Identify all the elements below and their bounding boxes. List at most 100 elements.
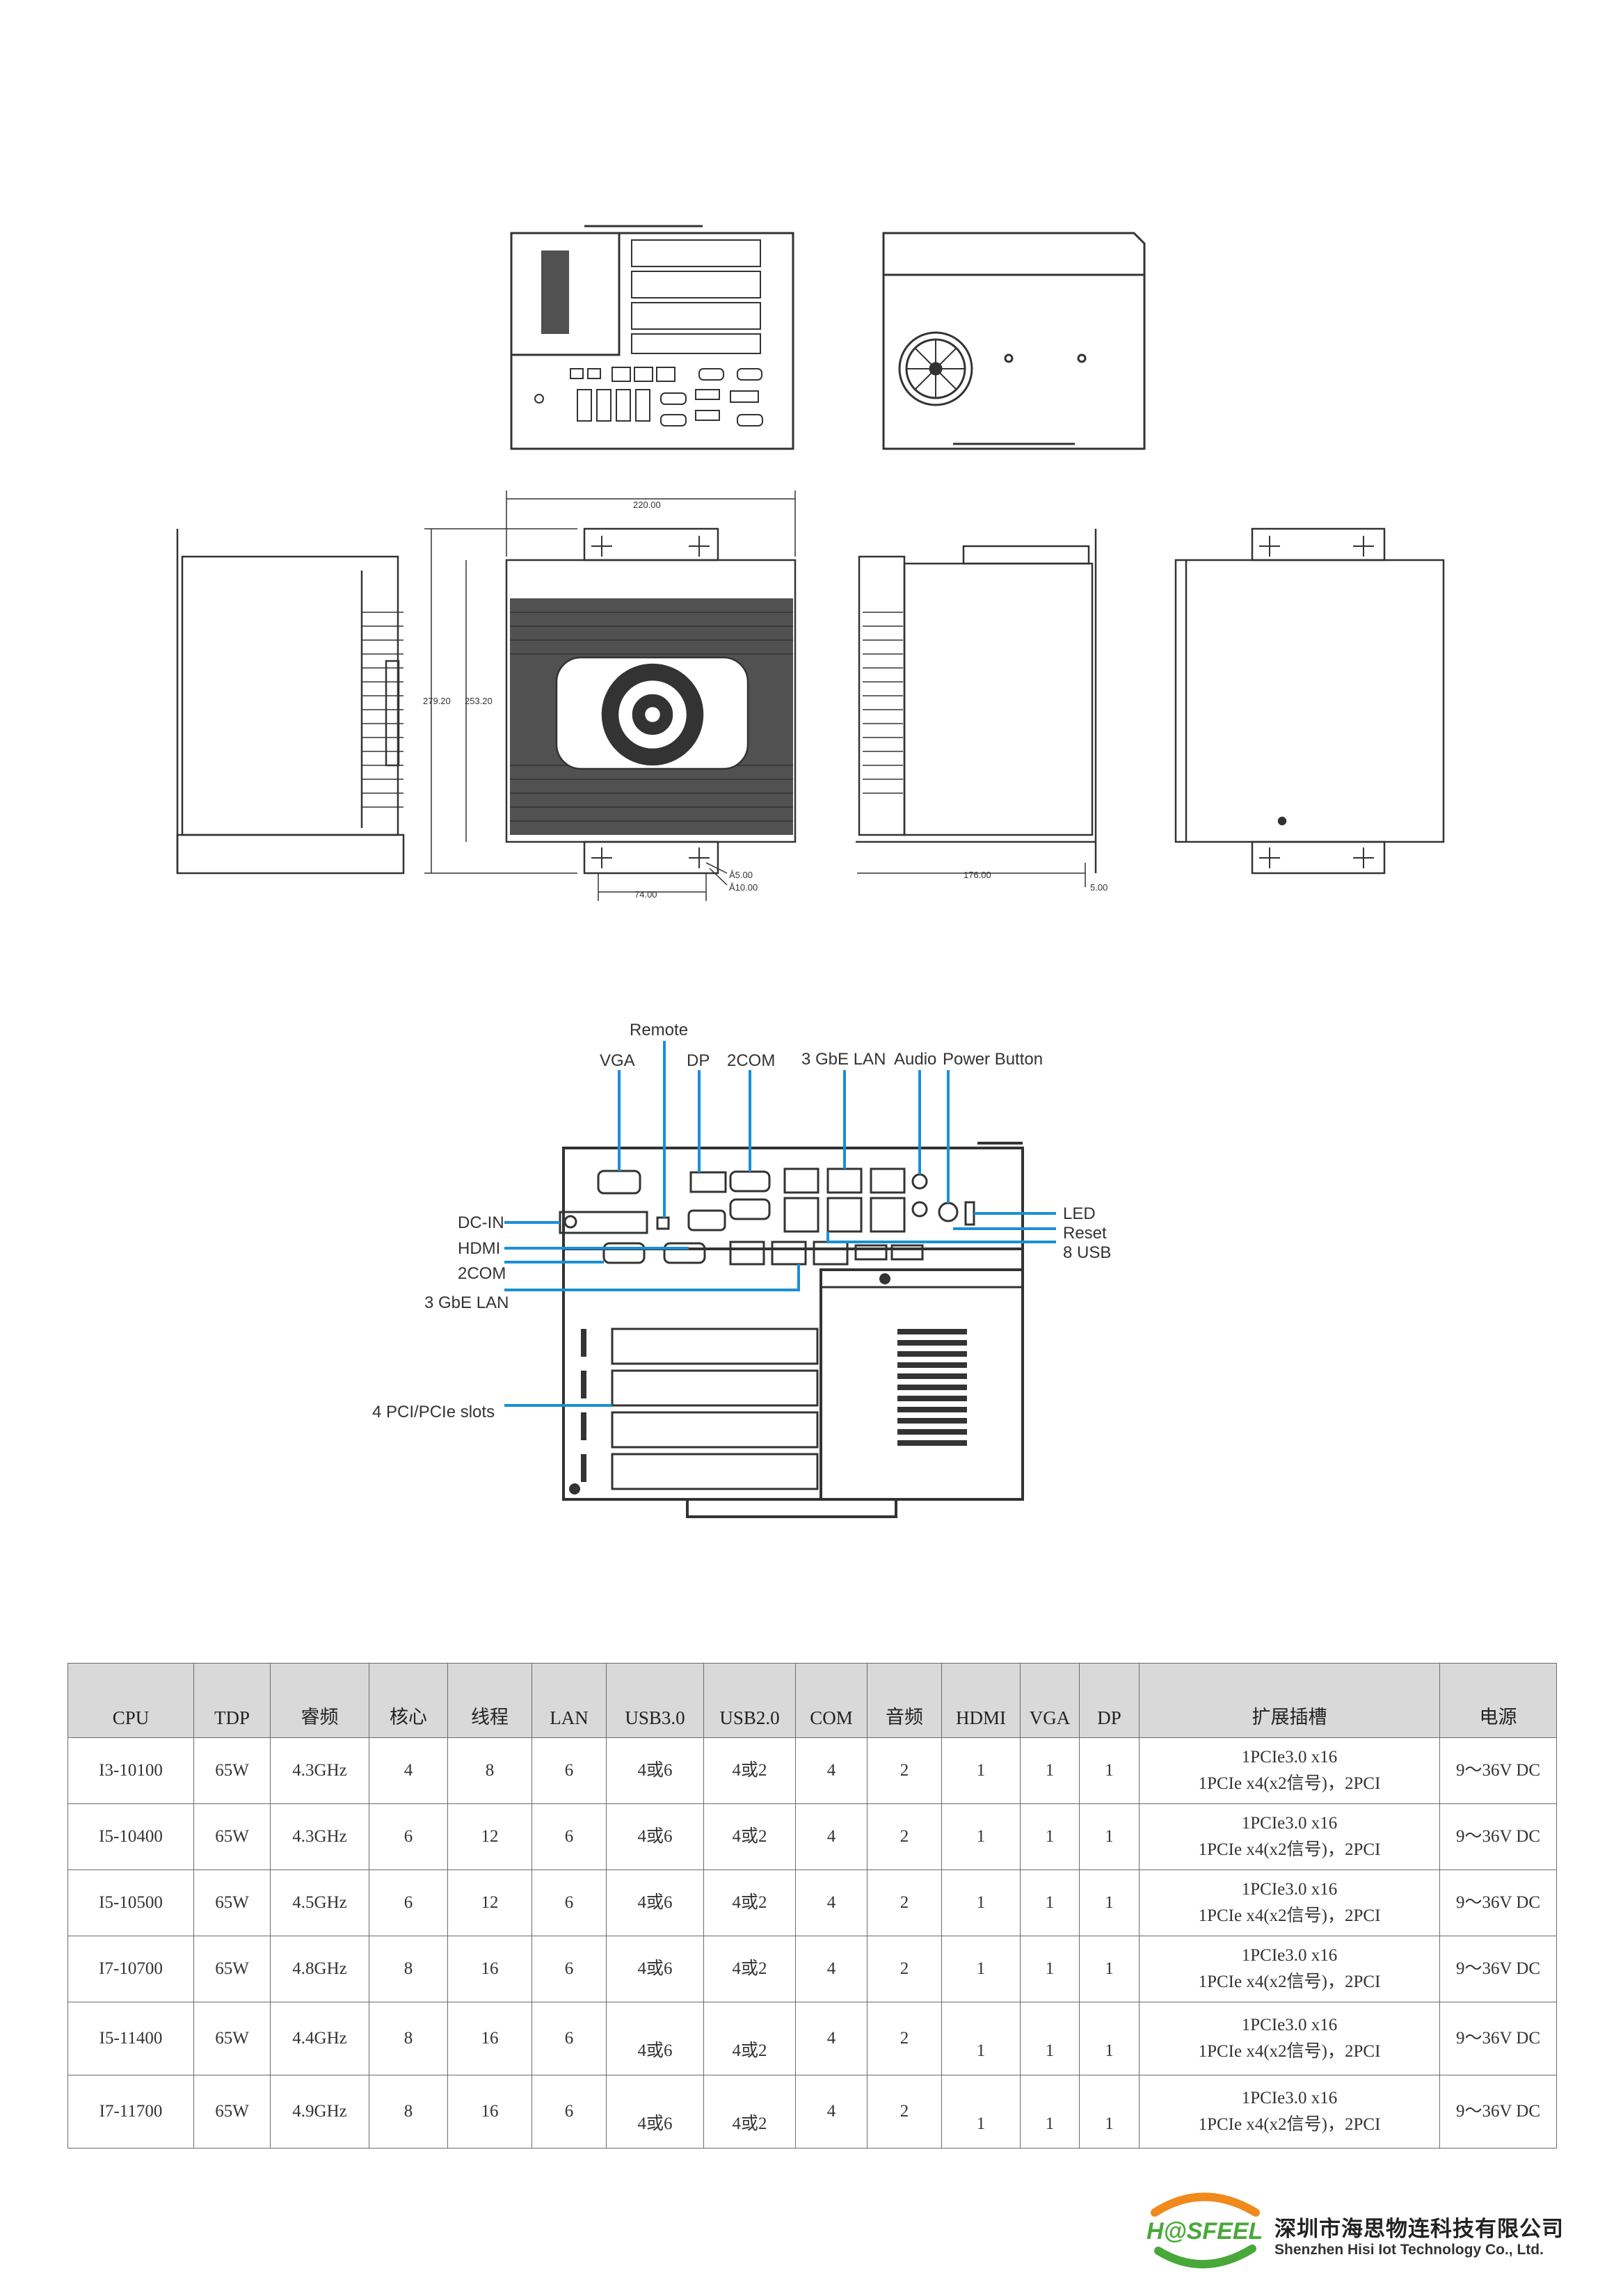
slot-line-2: 1PCIe x4(x2信号)，2PCI: [1198, 1774, 1381, 1793]
dim-width-top: 220.00: [633, 500, 661, 510]
dc-in-connector: [559, 1211, 648, 1234]
usb-stack-2: [826, 1197, 863, 1233]
cell-threads: 8: [447, 1737, 532, 1804]
cell-dp: 1: [1079, 2002, 1140, 2075]
side-view-left-drawing: [176, 529, 405, 875]
label-usb: 8 USB: [1063, 1243, 1111, 1262]
cell-lan: 6: [531, 2075, 607, 2148]
lan-port-bottom-3: [813, 1241, 849, 1266]
label-lan-top: 3 GbE LAN: [801, 1050, 886, 1069]
header-usb3: USB3.0: [606, 1663, 704, 1738]
label-dp: DP: [687, 1051, 710, 1070]
label-lan-left: 3 GbE LAN: [424, 1293, 509, 1312]
cell-vga: 1: [1020, 2002, 1080, 2075]
cell-hdmi: 1: [941, 1737, 1021, 1804]
com-port-2: [729, 1198, 771, 1220]
label-remote: Remote: [630, 1021, 688, 1039]
cell-vga: 1: [1020, 1737, 1080, 1804]
cell-vga: 1: [1020, 1936, 1080, 2002]
cell-hdmi: 1: [941, 2075, 1021, 2148]
label-slots: 4 PCI/PCIe slots: [372, 1403, 495, 1421]
cell-audio: 2: [867, 2002, 942, 2075]
header-cores: 核心: [369, 1663, 448, 1738]
label-com-left: 2COM: [458, 1264, 506, 1283]
cell-turbo: 4.3GHz: [270, 1737, 369, 1804]
lan-port-top-2: [826, 1167, 863, 1194]
cell-usb3: 4或6: [606, 1737, 704, 1804]
usb-port-b: [890, 1244, 924, 1261]
cell-cores: 8: [369, 2075, 448, 2148]
cell-slots: 1PCIe3.0 x16 1PCIe x4(x2信号)，2PCI: [1139, 1737, 1440, 1804]
header-turbo: 睿频: [270, 1663, 369, 1738]
cell-threads: 16: [447, 1936, 532, 2002]
cell-vga: 1: [1020, 1870, 1080, 1936]
audio-jack-1: [911, 1173, 928, 1190]
cell-com: 4: [795, 1737, 868, 1804]
header-hdmi: HDMI: [941, 1663, 1021, 1738]
header-lan: LAN: [531, 1663, 607, 1738]
cell-tdp: 65W: [193, 2002, 271, 2075]
cell-lan: 6: [531, 1870, 607, 1936]
cell-hdmi: 1: [941, 2002, 1021, 2075]
slot-line-1: 1PCIe3.0 x16: [1241, 1748, 1338, 1767]
slot-line-1: 1PCIe3.0 x16: [1241, 2089, 1338, 2107]
cell-usb2: 4或2: [703, 1936, 796, 2002]
table-row: I5-10500 65W 4.5GHz 6 12 6 4或6 4或2 4 2 1…: [67, 1870, 1557, 1936]
hdmi-port: [687, 1209, 726, 1231]
cell-cpu: I5-10500: [67, 1870, 194, 1936]
cell-audio: 2: [867, 1737, 942, 1804]
label-com-top: 2COM: [727, 1051, 775, 1070]
table-row: I7-11700 65W 4.9GHz 8 16 6 4或6 4或2 4 2 1…: [67, 2075, 1557, 2148]
slot-line-2: 1PCIe x4(x2信号)，2PCI: [1198, 1972, 1381, 1991]
cell-cores: 8: [369, 2002, 448, 2075]
bottom-view-drawing: [1174, 527, 1445, 875]
cell-tdp: 65W: [193, 1803, 271, 1870]
cell-usb2: 4或2: [703, 1870, 796, 1936]
cell-tdp: 65W: [193, 1737, 271, 1804]
label-led: LED: [1063, 1204, 1096, 1223]
table-row: I7-10700 65W 4.8GHz 8 16 6 4或6 4或2 4 2 1…: [67, 1936, 1557, 2002]
header-dp: DP: [1079, 1663, 1140, 1738]
header-usb2: USB2.0: [703, 1663, 796, 1738]
usb-stack-3: [870, 1197, 906, 1233]
company-logo: H@SFEEL: [1146, 2192, 1263, 2269]
slot-line-1: 1PCIe3.0 x16: [1241, 1946, 1338, 1965]
com-port-3: [602, 1242, 646, 1264]
cell-threads: 16: [447, 2002, 532, 2075]
company-name-en: Shenzhen Hisi Iot Technology Co., Ltd.: [1274, 2242, 1544, 2258]
table-row: I3-10100 65W 4.3GHz 4 8 6 4或6 4或2 4 2 1 …: [67, 1737, 1557, 1804]
lan-port-top-1: [783, 1167, 820, 1194]
slot-line-1: 1PCIe3.0 x16: [1241, 1880, 1338, 1899]
label-audio: Audio: [894, 1050, 936, 1069]
cell-audio: 2: [867, 2075, 942, 2148]
dim-hole-a: Å5.00: [729, 870, 753, 880]
cell-power: 9～36V DC: [1439, 1870, 1557, 1936]
dim-bracket-spacing: 74.00: [634, 889, 657, 900]
cell-turbo: 4.3GHz: [270, 1803, 369, 1870]
dim-hole-b: Å10.00: [729, 882, 758, 893]
slot-line-2: 1PCIe x4(x2信号)，2PCI: [1198, 2115, 1381, 2134]
cell-lan: 6: [531, 2002, 607, 2075]
cell-turbo: 4.4GHz: [270, 2002, 369, 2075]
cell-threads: 12: [447, 1803, 532, 1870]
technical-drawings: 220.00 279.20 253.20 74.00 Å5.00 Å10.00 …: [176, 225, 1445, 901]
cell-com: 4: [795, 1870, 868, 1936]
usb-stack-1: [783, 1197, 820, 1233]
header-threads: 线程: [447, 1663, 532, 1738]
header-tdp: TDP: [193, 1663, 271, 1738]
io-panel-diagram: Remote VGA DP 2COM 3 GbE LAN Audio Power…: [372, 1021, 1111, 1518]
cell-dp: 1: [1079, 1737, 1140, 1804]
com-port-1: [729, 1170, 771, 1193]
label-dc-in: DC-IN: [458, 1213, 504, 1232]
cell-slots: 1PCIe3.0 x16 1PCIe x4(x2信号)，2PCI: [1139, 2075, 1440, 2148]
cell-usb2: 4或2: [703, 1803, 796, 1870]
cell-power: 9～36V DC: [1439, 1936, 1557, 2002]
cell-usb2: 4或2: [703, 1737, 796, 1804]
cell-cores: 8: [369, 1936, 448, 2002]
dp-port: [689, 1171, 727, 1193]
cell-tdp: 65W: [193, 2075, 271, 2148]
cell-threads: 12: [447, 1870, 532, 1936]
cell-tdp: 65W: [193, 1870, 271, 1936]
lan-port-bottom-1: [729, 1241, 765, 1266]
